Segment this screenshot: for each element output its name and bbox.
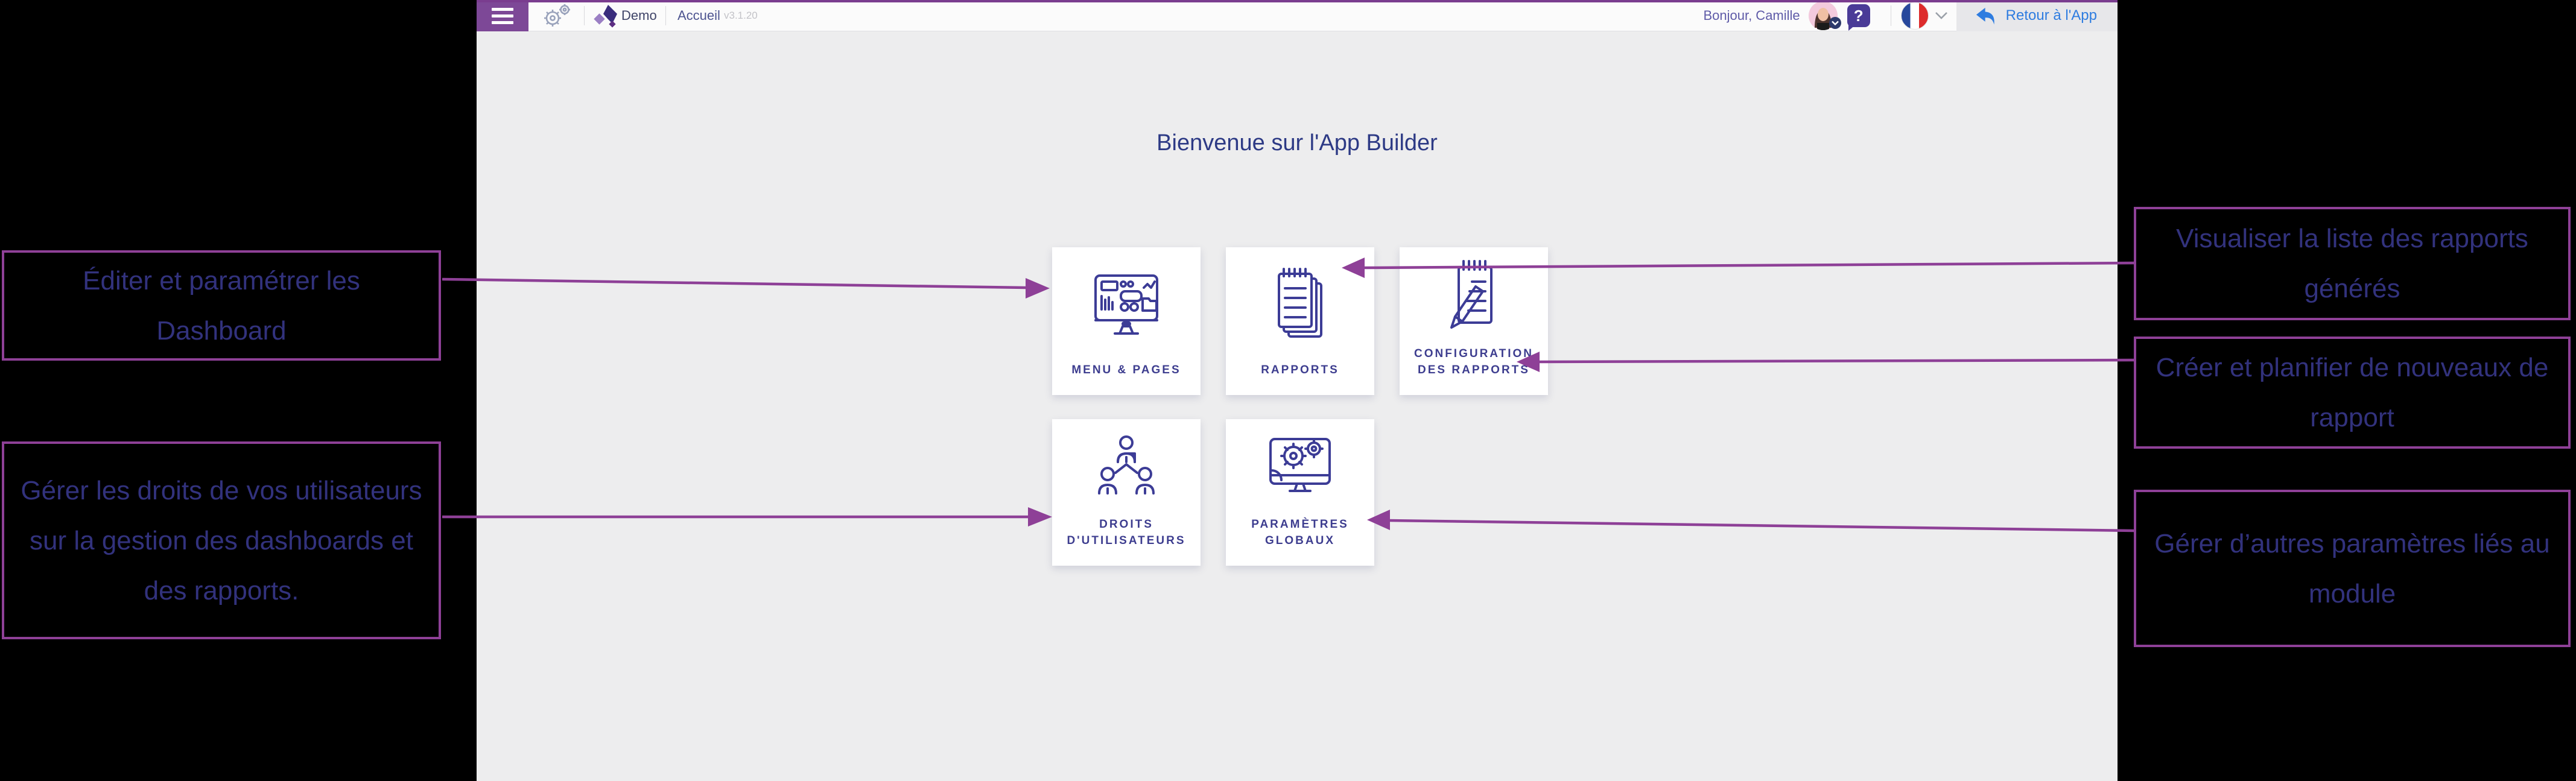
tile-label: CONFIGURATION DES RAPPORTS	[1413, 347, 1534, 376]
callout-global-settings: Gérer d’autres paramètres liés au module	[2134, 490, 2571, 647]
back-arrow-icon	[1976, 7, 1994, 25]
tile-menu-pages[interactable]: MENU & PAGES	[1052, 247, 1201, 395]
top-bar: Demo Accueil v3.1.20 Bonjour, Camille	[477, 0, 2118, 31]
double-gear-icon[interactable]	[539, 0, 573, 31]
report-edit-icon	[1400, 247, 1548, 346]
report-stack-icon	[1226, 247, 1374, 362]
user-avatar-menu[interactable]	[1808, 1, 1841, 30]
users-hierarchy-icon	[1052, 419, 1201, 516]
tile-configuration-rapports[interactable]: CONFIGURATION DES RAPPORTS	[1400, 247, 1548, 395]
divider	[665, 6, 666, 25]
callout-create-reports: Créer et planifier de nouveaux de rappor…	[2134, 337, 2571, 449]
tile-label: PARAMÈTRES GLOBAUX	[1251, 518, 1349, 547]
tile-label: MENU & PAGES	[1071, 364, 1181, 376]
french-flag-icon	[1900, 2, 1929, 30]
chevron-down-icon	[1935, 12, 1947, 19]
top-accent-line	[477, 0, 2118, 2]
tile-label: DROITS D'UTILISATEURS	[1067, 518, 1186, 547]
help-icon[interactable]: ?	[1847, 4, 1870, 31]
callout-view-reports: Visualiser la liste des rapports générés	[2134, 207, 2571, 320]
settings-monitor-icon	[1226, 419, 1374, 516]
top-bar-right: Bonjour, Camille	[1703, 0, 2118, 31]
callout-user-rights: Gérer les droits de vos utilisateurs sur…	[2, 441, 441, 639]
tile-droits-utilisateurs[interactable]: DROITS D'UTILISATEURS	[1052, 419, 1201, 566]
tile-label: RAPPORTS	[1261, 364, 1339, 376]
version-label: v3.1.20	[724, 10, 758, 21]
back-to-app-button[interactable]: Retour à l'App	[1956, 0, 2118, 31]
language-selector[interactable]	[1900, 2, 1948, 30]
app-builder-window: Demo Accueil v3.1.20 Bonjour, Camille	[477, 0, 2118, 781]
divider	[584, 6, 585, 25]
chevron-down-icon	[1829, 17, 1841, 29]
user-greeting: Bonjour, Camille	[1703, 8, 1800, 23]
dashboard-monitor-icon	[1052, 247, 1201, 362]
page-title: Bienvenue sur l'App Builder	[1156, 130, 1438, 156]
hamburger-menu-button[interactable]	[477, 0, 528, 31]
app-logo	[594, 0, 620, 31]
tile-parametres-globaux[interactable]: PARAMÈTRES GLOBAUX	[1226, 419, 1374, 566]
tile-rapports[interactable]: RAPPORTS	[1226, 247, 1374, 395]
breadcrumb-app-name[interactable]: Demo	[621, 8, 657, 23]
callout-edit-dashboards: Éditer et paramétrer les Dashboard	[2, 250, 441, 361]
breadcrumb-page-name[interactable]: Accueil	[677, 8, 720, 23]
back-to-app-label: Retour à l'App	[2005, 7, 2097, 24]
